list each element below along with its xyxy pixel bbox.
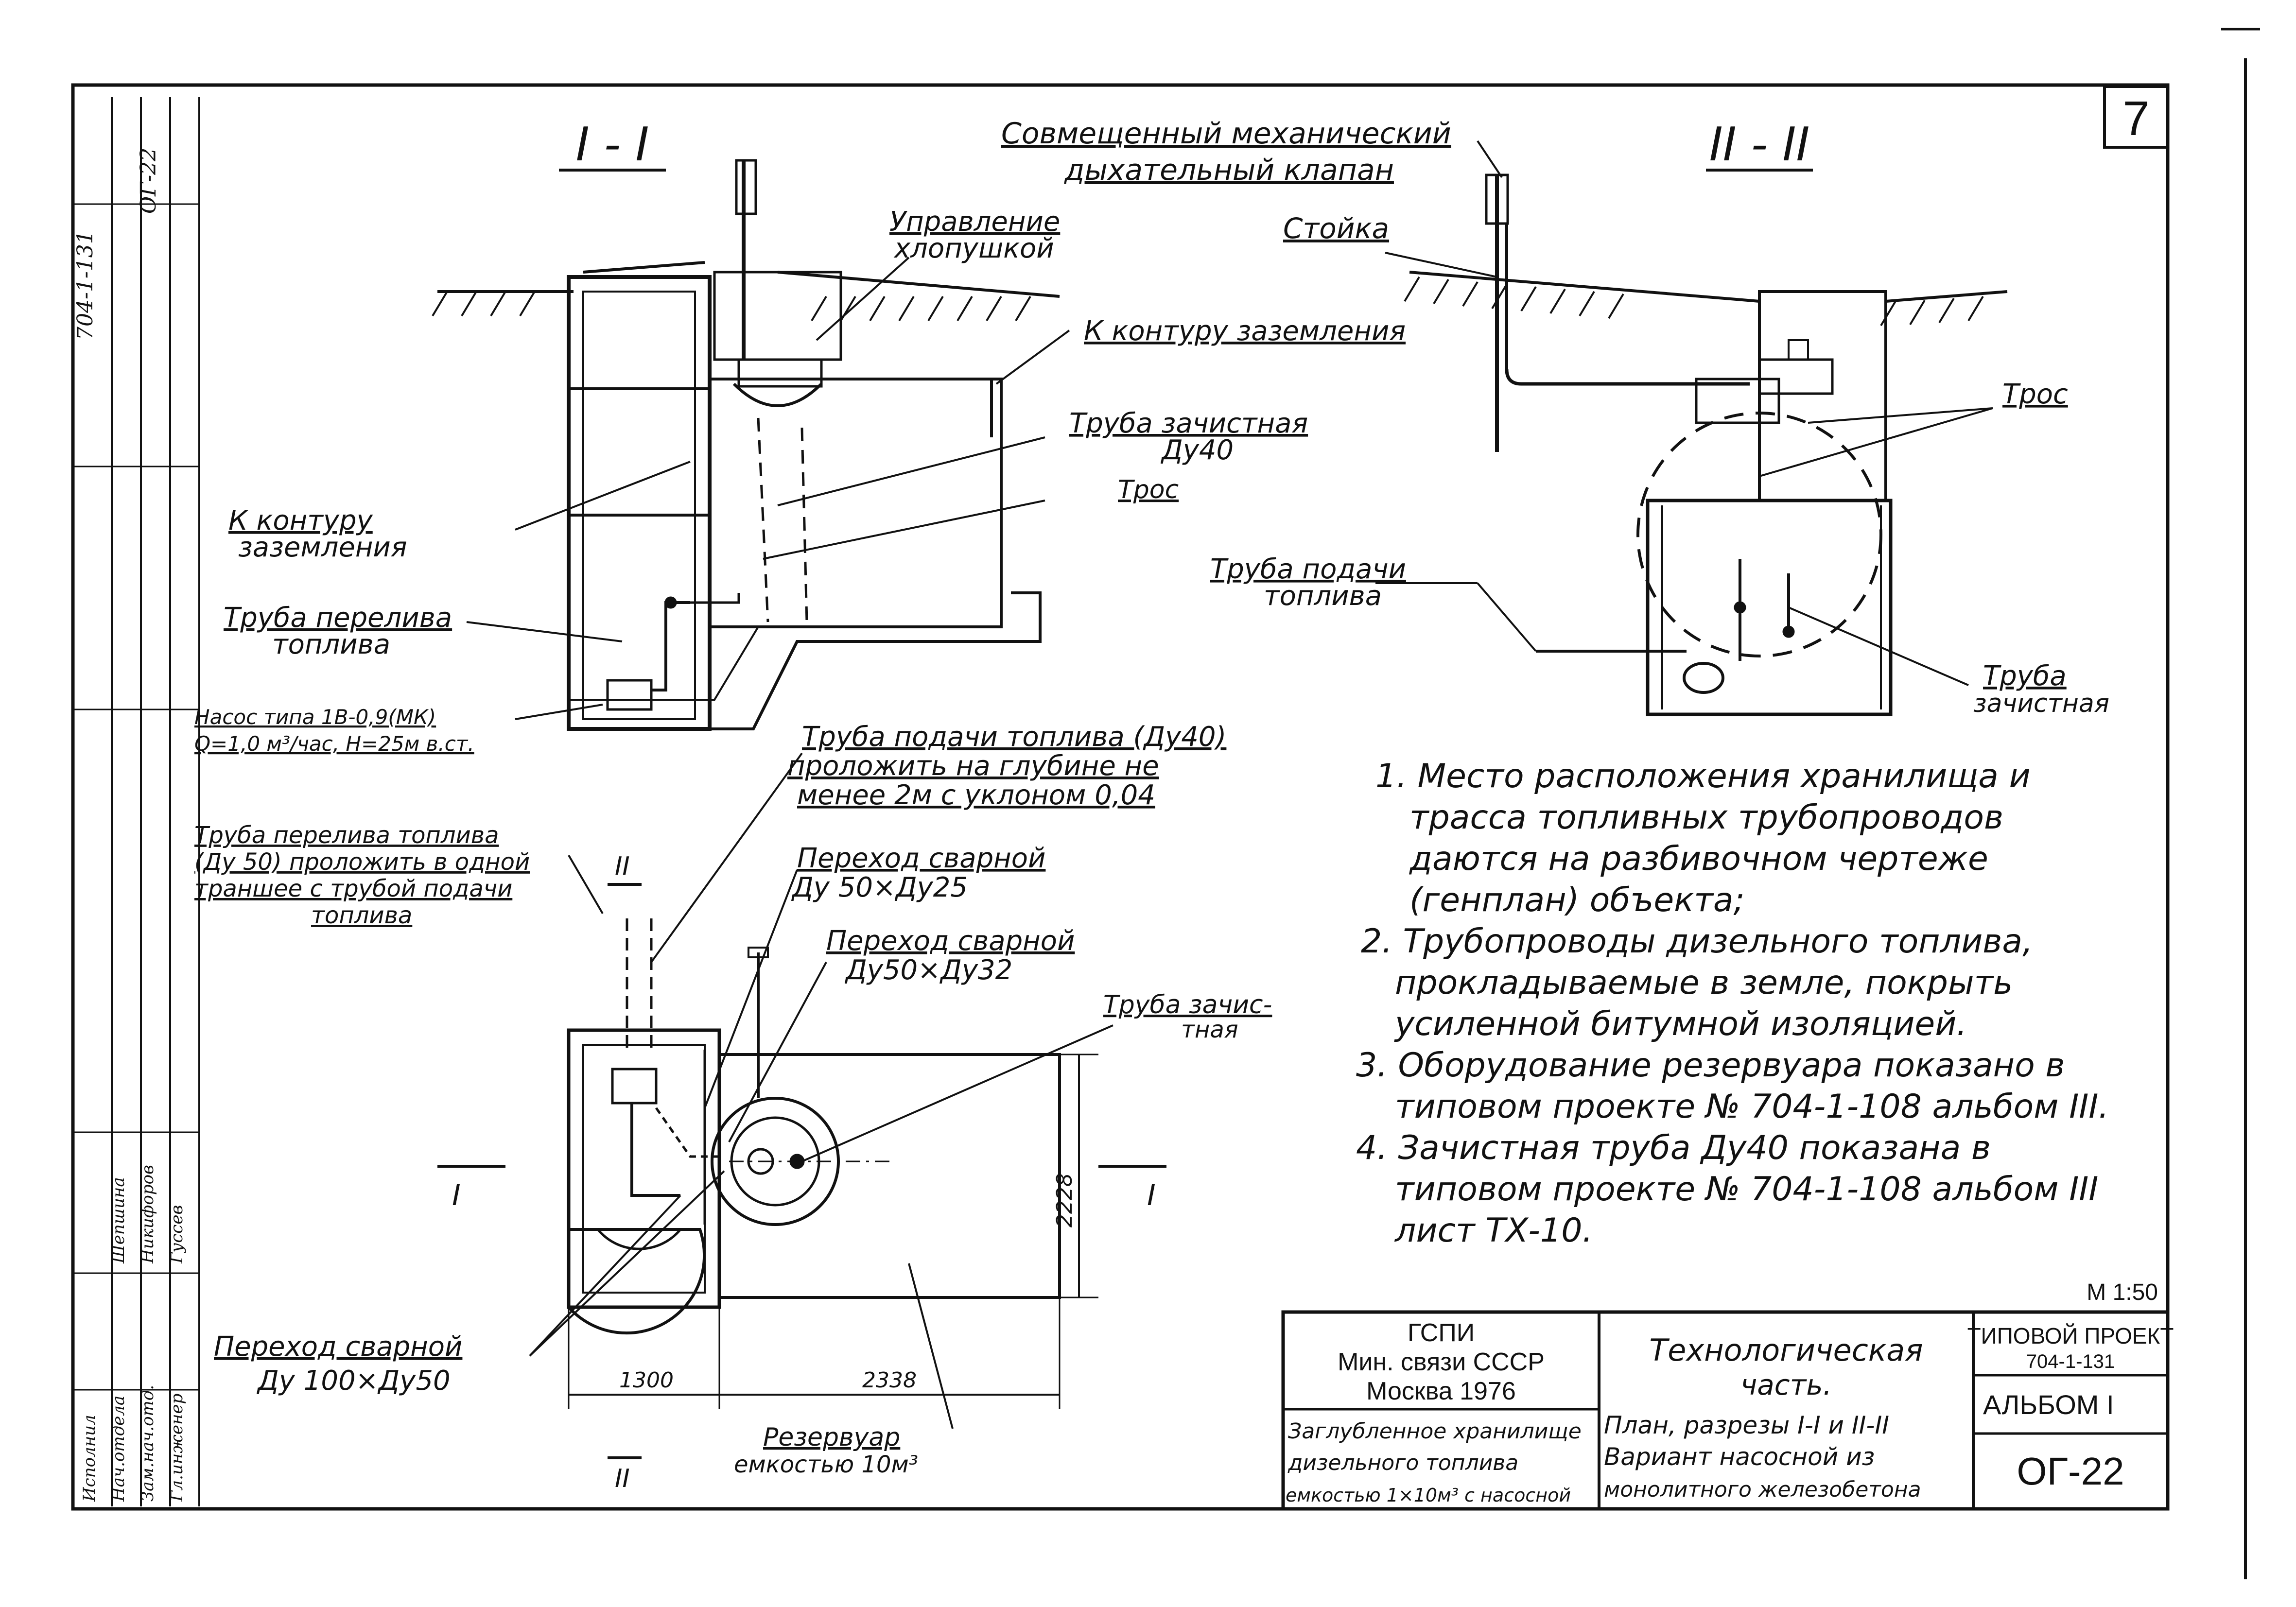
label-post: Стойка [1283,212,1389,245]
dim-2338: 2338 [862,1368,917,1393]
label-overflow-plan-2: (Ду 50) проложить в одной [194,848,530,876]
label-supply-pipe-plan-3: менее 2м с уклоном 0,04 [797,779,1155,811]
note-line-6: прокладываемые в земле, покрыть [1395,964,2013,1002]
cut-mark-I-right: I [1147,1178,1156,1212]
doc-title-5: монолитного железобетона [1604,1477,1921,1502]
label-clean-pipe-right-2: зачистная [1973,689,2109,718]
label-vent-valve-2: дыхательный клапан [1064,153,1394,187]
label-supply-pipe-right-2: топлива [1264,580,1382,612]
label-overflow-pipe-2: топлива [272,629,390,660]
title-block: ГСПИ Мин. связи СССР Москва 1976 Заглубл… [1281,1310,2174,1511]
label-tank-capacity: емкостью 10м³ [734,1451,918,1478]
label-reducer-2-size: Ду50×Ду32 [844,954,1012,986]
doc-title: Технологическая [1649,1332,1923,1368]
sheet-code: ОГ-22 [2017,1450,2124,1493]
section-I-label: I - I [576,118,649,172]
note-line-8: 3. Оборудование резервуара показано в [1356,1046,2065,1085]
dim-1300: 1300 [619,1368,674,1393]
label-supply-pipe-plan: Труба подачи топлива (Ду40) [802,721,1226,753]
doc-title-4: Вариант насосной из [1604,1443,1875,1471]
label-valve-control-2: хлопушкой [893,233,1054,264]
label-overflow-plan-4: топлива [311,902,412,929]
org-ministry: Мин. связи СССР [1338,1348,1545,1376]
section-II-callouts: Совмещенный механический дыхательный кла… [1001,117,2109,718]
label-reducer-3-size: Ду 100×Ду50 [256,1365,451,1397]
label-tank: Резервуар [763,1423,900,1452]
note-line-1: 1. Место расположения хранилища и [1375,757,2031,795]
label-supply-pipe-right: Труба подачи [1210,553,1406,585]
note-line-12: лист ТХ-10. [1394,1211,1593,1250]
org-name: ГСПИ [1408,1319,1475,1347]
doc-title-2: часть. [1740,1368,1832,1401]
project-label: ТИПОВОЙ ПРОЕКТ [1967,1323,2174,1348]
note-line-4: (генплан) объекта; [1409,881,1744,919]
note-line-3: даются на разбивочном чертеже [1409,840,1988,878]
object-line-2: дизельного топлива [1287,1451,1518,1475]
note-line-11: типовом проекте № 704-1-108 альбом III [1395,1170,2098,1209]
label-pump: Насос типа 1В-0,9(МК) [194,705,436,729]
scale-label: М 1:50 [2087,1279,2158,1305]
note-line-5: 2. Трубопроводы дизельного топлива, [1361,922,2033,961]
cut-mark-II-top: II [615,852,630,881]
label-clean-pipe-plan: Труба зачис- [1103,990,1272,1019]
label-overflow-pipe: Труба перелива [224,602,452,634]
section-II-II: II - II [1375,118,2008,716]
label-ground-loop-side-2: заземления [238,532,407,563]
note-line-10: 4. Зачистная труба Ду40 показана в [1356,1129,1991,1167]
stamp-role-3: Зам.нач.отд. [138,1385,157,1502]
section-I-I: I - I [432,118,1070,731]
album-label: АЛЬБОМ I [1983,1389,2114,1420]
label-reducer-3: Переход сварной [214,1331,462,1363]
label-clean-pipe-right: Труба [1983,660,2067,692]
label-reducer-2: Переход сварной [826,925,1075,957]
project-number: 704-1-131 [2026,1351,2115,1372]
label-clean-pipe-plan-2: тная [1181,1016,1238,1043]
label-vent-valve: Совмещенный механический [1001,117,1451,151]
sheet-number: 7 [2122,91,2150,146]
note-line-2: трасса топливных трубопроводов [1409,798,2003,837]
plan-callouts: Труба подачи топлива (Ду40) проложить на… [194,721,1272,1493]
stamp-name-2: Никифоров [138,1165,157,1264]
label-reducer-1-size: Ду 50×Ду25 [791,872,968,903]
object-line-3: емкостью 1×10м³ с насосной [1286,1485,1571,1506]
doc-title-3: План, разрезы I-I и II-II [1604,1411,1889,1439]
label-reducer-1: Переход сварной [797,843,1045,874]
side-stamp: 704-1-131 ОГ-22 Исполнил Нач.отдела Зам.… [71,97,200,1506]
dim-2228: 2228 [1052,1173,1077,1227]
label-ground-loop-side: К контуру [228,505,373,536]
cut-mark-II-bottom: II [615,1464,630,1493]
label-clean-pipe-dn: Ду40 [1160,434,1234,466]
label-overflow-plan: Труба перелива топлива [194,822,499,849]
stamp-role-4: Гл.инженер [167,1394,187,1502]
cut-mark-I-left: I [452,1178,461,1212]
general-notes: 1. Место расположения хранилища и трасса… [1356,757,2109,1250]
org-city-year: Москва 1976 [1366,1377,1516,1405]
note-line-9: типовом проекте № 704-1-108 альбом III. [1395,1088,2109,1126]
label-cable-right: Трос [2002,379,2068,410]
stamp-role-1: Исполнил [80,1415,99,1502]
object-line-1: Заглубленное хранилище [1288,1419,1582,1444]
label-overflow-plan-3: траншее с трубой подачи [194,875,512,902]
section-II-label: II - II [1709,118,1810,172]
stamp-project: 704-1-131 [73,230,98,340]
stamp-role-2: Нач.отдела [109,1396,128,1502]
stamp-name-1: Шепшина [109,1177,128,1264]
label-ground-loop-top: К контуру заземления [1084,315,1406,347]
label-valve-control: Управление [889,206,1060,238]
label-pump-params: Q=1,0 м³/час, H=25м в.ст. [194,732,474,756]
plan-view [437,752,1166,1459]
stamp-name-3: Гуссев [167,1205,187,1264]
note-line-7: усиленной битумной изоляцией. [1394,1005,1967,1043]
section-I-callouts: Управление хлопушкой К контуру заземлени… [194,206,1406,756]
sheet-number-box: 7 [2103,85,2169,149]
label-supply-pipe-plan-2: проложить на глубине не [787,750,1159,782]
label-cable-left: Трос [1118,475,1179,504]
stamp-code: ОГ-22 [136,148,161,214]
label-clean-pipe: Труба зачистная [1069,408,1308,439]
